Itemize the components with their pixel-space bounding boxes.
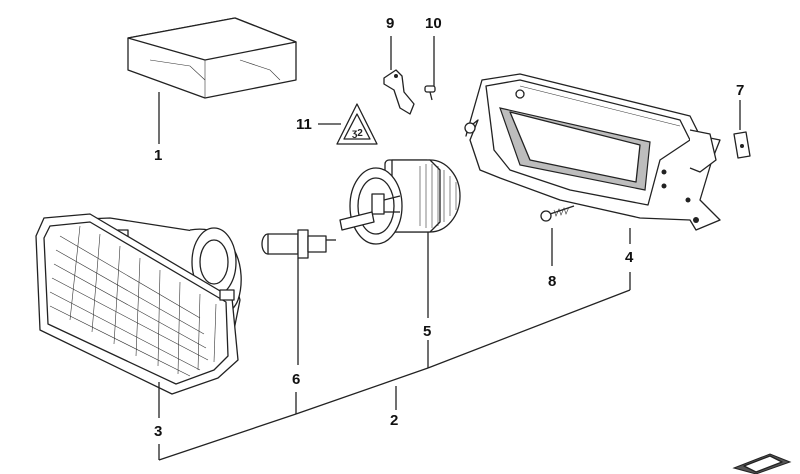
svg-text:ʒ2: ʒ2 <box>352 128 363 139</box>
callout-10: 10 <box>425 15 442 32</box>
callout-11: 11 <box>296 116 312 133</box>
callout-8: 8 <box>548 273 557 290</box>
leader-lines <box>158 36 741 461</box>
callout-3: 3 <box>154 423 163 440</box>
callout-1: 1 <box>154 147 163 164</box>
callout-4: 4 <box>625 249 634 266</box>
bulb-part <box>261 229 336 259</box>
clip-nut-part <box>733 131 751 159</box>
callout-9: 9 <box>386 15 395 32</box>
cover-cap-part <box>339 159 461 245</box>
housing-frame-part <box>464 73 721 231</box>
small-screw-part <box>424 85 436 101</box>
callout-7: 7 <box>736 82 745 99</box>
callout-5: 5 <box>423 323 432 340</box>
callout-2: 2 <box>390 412 399 429</box>
warning-triangle-part: ʒ2 <box>336 103 378 145</box>
lens-part <box>35 213 242 395</box>
catalog-mark-icon <box>732 453 792 474</box>
callout-6: 6 <box>292 371 301 388</box>
screw-part <box>540 205 575 222</box>
package-box-part <box>127 17 297 99</box>
adjuster-bracket-part <box>383 69 415 115</box>
lens-grid <box>49 225 217 377</box>
